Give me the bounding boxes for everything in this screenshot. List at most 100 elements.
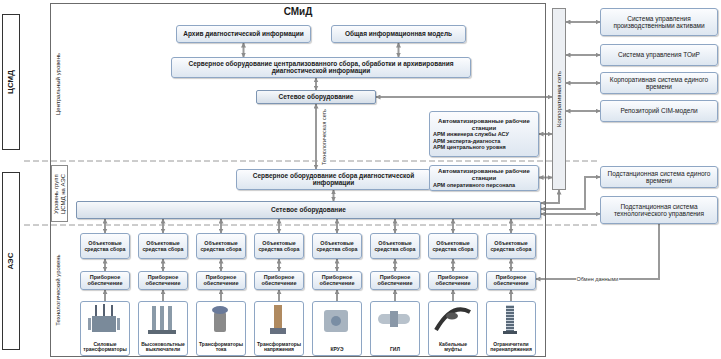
instrument-box: Приборное обеспечение [138, 271, 188, 290]
connector [162, 259, 164, 271]
connector [162, 290, 164, 301]
connector [336, 290, 338, 301]
node-text: Приборное обеспечение [374, 274, 416, 287]
node-text: Объектовые средства сбора [374, 240, 416, 252]
equipment-box: Ограничители перенапряжения [486, 301, 536, 356]
node-text: Сетевое оборудование [271, 206, 346, 213]
connector [278, 259, 280, 271]
connector [536, 224, 659, 279]
connector [315, 104, 317, 169]
node-text: Объектовые средства сбора [84, 240, 126, 252]
instrument-box: Приборное обеспечение [254, 271, 304, 290]
node-text: Объектовые средства сбора [258, 240, 300, 252]
connector [541, 177, 600, 209]
node-text: Серверное оборудование централизованного… [175, 60, 467, 75]
connector [394, 259, 396, 271]
node-text: ГИЛ [390, 347, 400, 353]
collector-box: Объектовые средства сбора [312, 233, 362, 259]
node-text: Система управления ТОиР [618, 51, 700, 58]
node-text: КРУЭ [331, 347, 344, 353]
collector-box: Объектовые средства сбора [486, 233, 536, 259]
substation-system: Подстанционная система единого времени [600, 166, 718, 188]
equipment-box: ГИЛ [370, 301, 420, 356]
equipment-box: Силовые трансформаторы [80, 301, 130, 356]
level-box: АЭС [2, 172, 20, 350]
workstation-item: АРМ эксперта-диагноста [433, 138, 535, 144]
node-text: Приборное обеспечение [84, 274, 126, 287]
workstation-item: АРМ центрального уровня [433, 144, 535, 150]
connector [394, 290, 396, 301]
node-text: Подстанционная система единого времени [604, 170, 714, 185]
connector [566, 21, 600, 23]
node-text: Репозиторий CIM-модели [620, 107, 697, 114]
connector [398, 43, 400, 57]
connector [104, 219, 106, 233]
collector-box: Объектовые средства сбора [428, 233, 478, 259]
connector [452, 259, 454, 271]
external-system: Система управления производственными акт… [600, 8, 718, 36]
network-bus: Корпоративная сеть [552, 8, 566, 190]
node-text: Подстанционная система технологического … [604, 203, 714, 218]
database-box: Архив диагностической информации [176, 25, 311, 43]
node-text: Силовые трансформаторы [83, 342, 127, 354]
workstation-box: Автоматизированные рабочие станцииАРМ оп… [429, 165, 539, 191]
level-label-text: Технологический уровень [55, 232, 62, 348]
node-text: Приборное обеспечение [142, 274, 184, 287]
edge-label: Технологическая сеть [321, 109, 327, 165]
level-label-text: Уровень групп ЦСМД на АЭС [53, 167, 67, 220]
server-box: Серверное оборудование сбора диагностиче… [236, 169, 431, 190]
connector [315, 78, 317, 90]
node-text: Трансформаторы напряжения [257, 342, 301, 354]
connector [336, 259, 338, 271]
collector-box: Объектовые средства сбора [254, 233, 304, 259]
connector [510, 219, 512, 233]
connector [566, 54, 600, 56]
external-system: Репозиторий CIM-модели [600, 100, 718, 122]
connector [394, 219, 396, 233]
equipment-box: Высоковольтные выключатели [138, 301, 188, 356]
surge-arrester-icon [503, 305, 517, 334]
connector [566, 82, 600, 84]
node-text: Корпоративная система единого времени [604, 76, 714, 91]
connector [566, 110, 600, 112]
node-text: Объектовые средства сбора [200, 240, 242, 252]
instrument-box: Приборное обеспечение [80, 271, 130, 290]
system-frame: СМиДАрхив диагностической информацииОбща… [50, 3, 546, 357]
instrument-box: Приборное обеспечение [428, 271, 478, 290]
connector [541, 213, 600, 215]
node-text: Объектовые средства сбора [142, 240, 184, 252]
cable-coupling-icon [436, 309, 470, 330]
node-text: ЦСМД [6, 17, 15, 147]
node-text: АЭС [6, 175, 15, 347]
instrument-box: Приборное обеспечение [486, 271, 536, 290]
network-box: Сетевое оборудование [76, 201, 541, 219]
equipment-box: Кабельные муфты [428, 301, 478, 356]
level-label: Технологический уровень [52, 230, 64, 350]
gil-icon [378, 311, 410, 327]
network-box: Сетевое оборудование [256, 90, 376, 104]
power-transformer-icon [88, 304, 120, 332]
collector-box: Объектовые средства сбора [370, 233, 420, 259]
connector [376, 96, 552, 98]
node-text: Система управления производственными акт… [604, 15, 714, 30]
server-box: Серверное оборудование централизованного… [171, 57, 471, 78]
connector [452, 219, 454, 233]
external-system: Корпоративная система единого времени [600, 72, 718, 94]
voltage-transformer-icon [270, 305, 286, 334]
equipment-box: КРУЭ [312, 301, 362, 356]
node-text: Приборное обеспечение [316, 274, 358, 287]
edge-label-box: Обмен данными [576, 276, 620, 282]
substation-system: Подстанционная система технологического … [600, 196, 718, 224]
collector-box: Объектовые средства сбора [80, 233, 130, 259]
workstation-box: Автоматизированные рабочие станцииАРМ ин… [429, 111, 539, 157]
collector-box: Объектовые средства сбора [196, 233, 246, 259]
node-text: Объектовые средства сбора [432, 240, 474, 252]
level-box: ЦСМД [2, 14, 20, 150]
connector [278, 219, 280, 233]
connector [336, 219, 338, 233]
node-text: Объектовые средства сбора [316, 240, 358, 252]
connector [541, 190, 559, 203]
edge-label-box: Технологическая сеть [321, 108, 327, 166]
connector [510, 259, 512, 271]
node-text: Автоматизированные рабочие станции [433, 118, 535, 132]
